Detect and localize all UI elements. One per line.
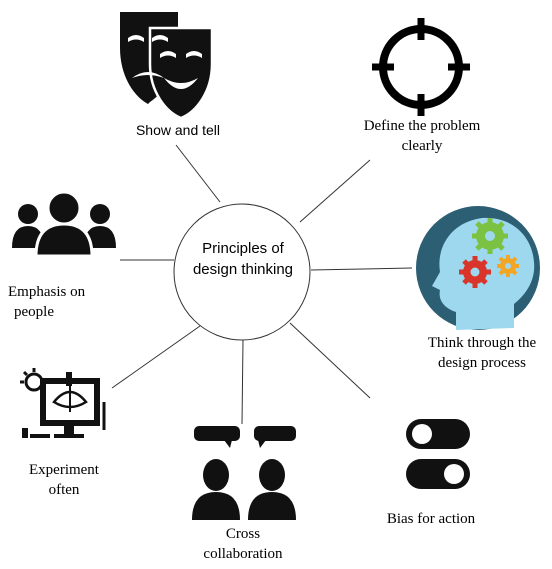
center-title: Principles of design thinking — [176, 238, 310, 280]
center-title-line-1: Principles of — [202, 240, 284, 257]
label-define-the-problem: Define the problem clearly — [352, 116, 492, 156]
toggle-switches-icon — [406, 419, 470, 489]
label-experiment-often: Experiment often — [14, 460, 114, 500]
connector-lines — [111, 144, 413, 425]
connector-experiment-often — [111, 325, 201, 389]
people-group-icon — [12, 190, 116, 258]
label-emphasis-on-people-line-1: Emphasis on — [8, 284, 86, 300]
center-title-line-2: design thinking — [192, 261, 294, 278]
label-emphasis-on-people-line-2: people — [14, 304, 54, 320]
connector-think-through — [310, 267, 413, 271]
label-bias-for-action: Bias for action — [386, 511, 476, 527]
connector-show-and-tell — [175, 144, 221, 203]
theater-masks-icon — [120, 12, 214, 120]
center-circle — [173, 203, 311, 341]
connector-define-problem — [299, 159, 371, 223]
head-gears-icon — [416, 206, 540, 330]
crosshair-icon — [372, 18, 470, 116]
chat-people-icon — [192, 426, 296, 520]
label-cross-collaboration-line-1: Cross — [225, 526, 261, 542]
label-define-the-problem-line-2: clearly — [401, 138, 443, 154]
label-cross-collaboration-line-2: collaboration — [203, 546, 283, 562]
label-think-through-line-2: design process — [438, 355, 526, 371]
computer-design-icon — [20, 368, 106, 438]
connector-bias-for-action — [289, 322, 371, 399]
label-show-and-tell: Show and tell — [135, 122, 221, 138]
label-think-through-line-1: Think through the — [427, 335, 537, 351]
label-experiment-often-line-1: Experiment — [29, 462, 99, 478]
label-cross-collaboration: Cross collaboration — [190, 524, 296, 564]
label-define-the-problem-line-1: Define the problem — [363, 118, 481, 134]
label-experiment-often-line-2: often — [48, 482, 80, 498]
label-think-through-design-process: Think through the design process — [414, 333, 550, 373]
label-emphasis-on-people: Emphasis on people — [8, 282, 98, 322]
connector-cross-collaboration — [241, 339, 244, 425]
